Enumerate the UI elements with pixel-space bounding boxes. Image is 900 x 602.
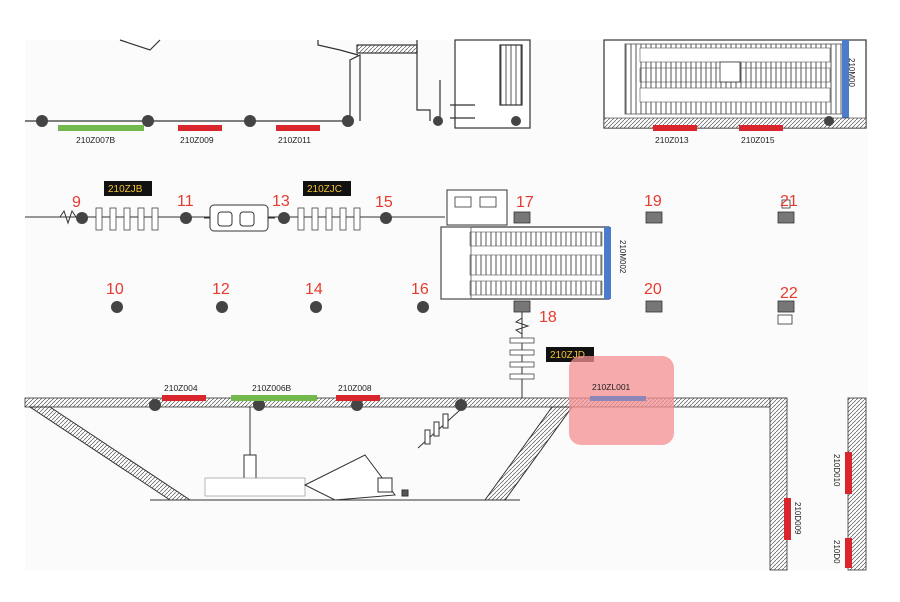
code-210D009: 210D009 [793, 502, 802, 535]
top-right-escalator-block [603, 39, 867, 129]
code-210D0: 210D0 [832, 540, 841, 564]
square-devices [513, 211, 795, 313]
stand-number-20[interactable]: 20 [644, 281, 662, 298]
stand-number-11[interactable]: 11 [177, 193, 194, 210]
stand-number-13[interactable]: 13 [272, 193, 290, 210]
code-210ZL001: 210ZL001 [592, 382, 631, 392]
gate-fence-zjc [297, 207, 361, 231]
stand-number-18[interactable]: 18 [539, 309, 557, 326]
code-210Z009: 210Z009 [180, 135, 214, 145]
stand-number-14[interactable]: 14 [305, 281, 323, 298]
central-escalator [440, 189, 611, 300]
code-210Z008: 210Z008 [338, 383, 372, 393]
stand-number-15[interactable]: 15 [375, 194, 393, 211]
segment-210Z015[interactable] [739, 125, 783, 131]
segment-210Z007B[interactable] [58, 125, 144, 131]
segment-210Z004[interactable] [162, 395, 206, 401]
segment-210Z013[interactable] [653, 125, 697, 131]
stand-number-10[interactable]: 10 [106, 281, 124, 298]
segment-210D0[interactable] [845, 538, 852, 568]
stand-number-12[interactable]: 12 [212, 281, 230, 298]
segment-210D009[interactable] [784, 498, 791, 540]
gate-fence-18 [509, 337, 535, 380]
svg-text:210ZJB: 210ZJB [108, 184, 143, 195]
code-210Z004: 210Z004 [164, 383, 198, 393]
device-21-marker [781, 199, 791, 209]
svg-text:210ZJC: 210ZJC [307, 184, 342, 195]
zone-label-210ZJC[interactable]: 210ZJC [303, 181, 351, 196]
stand-18-zigzag [514, 317, 530, 335]
stand-number-19[interactable]: 19 [644, 193, 662, 210]
svg-text:210ZJD: 210ZJD [550, 350, 585, 361]
code-210Z011: 210Z011 [278, 135, 311, 145]
escalator-top-blue-edge [842, 40, 849, 118]
bottom-structure [28, 406, 573, 501]
segment-210D010[interactable] [845, 452, 852, 494]
escalator-code-210M002: 210M002 [618, 240, 627, 274]
top-pillars [36, 115, 834, 127]
escalator-top-code: 210M00 [847, 58, 856, 87]
segment-210ZL001[interactable] [590, 396, 646, 401]
device-22-marker [777, 314, 793, 325]
code-210Z006B: 210Z006B [252, 383, 292, 393]
stand-9-zigzag [59, 209, 77, 225]
code-210D010: 210D010 [832, 454, 841, 487]
stand-number-16[interactable]: 16 [411, 281, 429, 298]
stand-number-9[interactable]: 9 [72, 194, 81, 211]
kiosk-device [204, 204, 275, 232]
top-left-walls [25, 39, 531, 129]
right-wall-hatched [769, 397, 788, 571]
segment-210Z006B[interactable] [231, 395, 317, 401]
bottom-pillars [149, 399, 467, 411]
stand-number-17[interactable]: 17 [516, 194, 534, 211]
segment-210Z011[interactable] [276, 125, 320, 131]
code-210Z013: 210Z013 [655, 135, 689, 145]
segment-210Z008[interactable] [336, 395, 380, 401]
code-210Z007B: 210Z007B [76, 135, 116, 145]
escalator-blue-edge [604, 227, 611, 299]
code-210Z015: 210Z015 [741, 135, 775, 145]
stand-number-22[interactable]: 22 [780, 285, 798, 302]
zone-label-210ZJB[interactable]: 210ZJB [104, 181, 152, 196]
stand-number-21[interactable]: 21 [780, 193, 798, 210]
segment-210Z009[interactable] [178, 125, 222, 131]
gate-fence-zjb [95, 207, 159, 231]
middle-pillars [76, 212, 392, 224]
lower-pillars [111, 301, 429, 313]
